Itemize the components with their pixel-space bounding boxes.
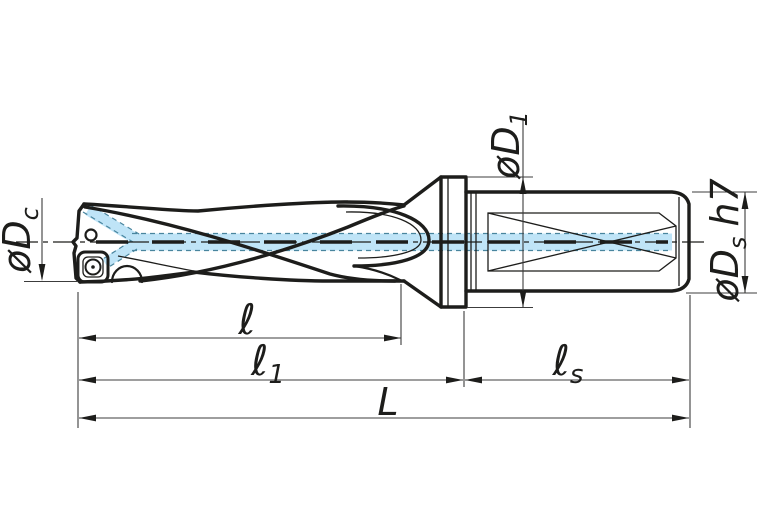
arrow-left-icon xyxy=(79,334,96,342)
flute-end-lobe-inner xyxy=(345,211,422,259)
shank-flat-diagonal2 xyxy=(487,225,677,272)
arrow-right-icon xyxy=(446,376,463,384)
arrow-right-icon xyxy=(672,376,689,384)
coolant-dashed-edges xyxy=(82,203,672,268)
insert-screw-hole xyxy=(84,258,102,276)
arrow-down-icon xyxy=(741,276,749,293)
flute-end-lobe xyxy=(336,204,431,268)
dimension-collar-diameter: øD1 xyxy=(484,111,533,308)
label-overall-length: L xyxy=(377,380,398,424)
dimensions: øDc øD1 øDsh7 ℓ ℓ1 xyxy=(0,111,757,428)
arrow-down-icon xyxy=(519,290,527,308)
label-flute-length: ℓ xyxy=(237,295,255,344)
flute-inner-line-top xyxy=(204,200,349,211)
dimension-shank-diameter: øDsh7 xyxy=(703,178,752,302)
coolant-branch-lower xyxy=(102,240,137,268)
label-body-length: ℓ1 xyxy=(250,336,285,390)
drill-body xyxy=(71,200,431,284)
shank-flat-diagonal1 xyxy=(487,212,677,259)
flute-end-lobe-tail xyxy=(352,264,402,282)
label-shank-length: ℓs xyxy=(552,336,584,390)
dimension-body-length: ℓ1 xyxy=(79,336,463,390)
dimension-flute-length: ℓ xyxy=(79,295,401,344)
coolant-hole xyxy=(84,228,98,242)
coolant-branch-upper xyxy=(85,205,139,244)
arrow-up-icon xyxy=(741,192,749,209)
flute-inner-line-bottom xyxy=(117,255,195,272)
collar-cone-top xyxy=(402,175,443,207)
insert-inner-outline xyxy=(82,256,104,278)
arrow-up-icon xyxy=(519,177,527,194)
arrow-left-icon xyxy=(465,376,482,384)
label-cutting-diameter: øDc xyxy=(0,207,44,274)
dimension-shank-length: ℓs xyxy=(465,336,689,390)
label-collar-diameter: øD1 xyxy=(484,111,533,180)
arrow-right-icon xyxy=(384,334,401,342)
arrow-left-icon xyxy=(79,376,96,384)
dimension-overall-length: L xyxy=(79,380,689,424)
dimension-cutting-diameter: øDc xyxy=(0,198,46,281)
insert-screw-center xyxy=(91,265,95,269)
coolant-branch-upper-edge2 xyxy=(82,211,134,243)
insert-pocket-arch xyxy=(110,264,144,284)
insert-outline xyxy=(76,250,110,284)
coolant-branch-lower-edge1 xyxy=(108,248,138,268)
arrow-down-icon xyxy=(38,264,46,281)
cutting-insert xyxy=(76,250,110,284)
flute-helix-ascending xyxy=(138,204,406,283)
label-shank-diameter: øDsh7 xyxy=(703,178,752,302)
collar-cone-bottom xyxy=(402,279,443,309)
body-front-edge xyxy=(71,202,86,284)
arrow-left-icon xyxy=(79,414,96,422)
flute-helix-descending xyxy=(83,205,397,283)
arrow-right-icon xyxy=(672,414,689,422)
extension-lines xyxy=(24,176,757,428)
